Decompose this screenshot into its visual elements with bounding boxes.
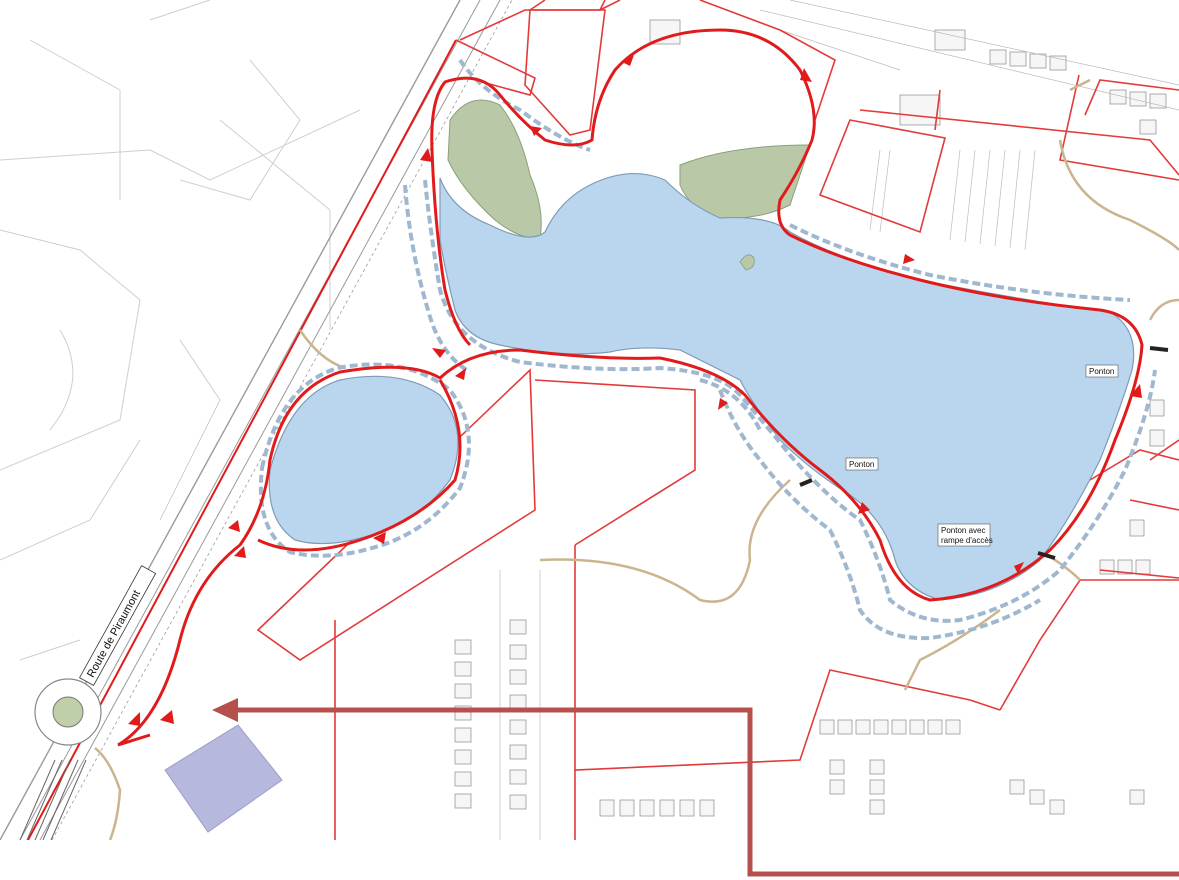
svg-text:Ponton: Ponton (849, 460, 874, 469)
ponton-label-3: Ponton avec rampe d'accès (937, 523, 993, 547)
svg-text:Ponton: Ponton (1089, 367, 1114, 376)
walking-route (117, 28, 1144, 747)
svg-text:rampe d'accès: rampe d'accès (941, 536, 993, 545)
ponton-markers (799, 346, 1169, 560)
ponton-label-1: Ponton (1085, 364, 1119, 378)
parallel-strips (499, 0, 1179, 840)
callout-arrow (212, 698, 1179, 877)
pointer-arrow-icon (212, 698, 238, 722)
parcel-outlines (256, 0, 1179, 840)
main-lake (439, 172, 1135, 601)
urban-blocks (454, 399, 1165, 817)
small-islet (739, 254, 755, 271)
top-right-blocks (649, 19, 1167, 135)
road-label: Route de Piraumont (79, 565, 157, 686)
parking-area (164, 724, 283, 833)
shore-bands (258, 58, 1157, 641)
svg-text:Route de Piraumont: Route de Piraumont (85, 588, 143, 679)
vegetation-island-1 (447, 99, 542, 239)
svg-text:Ponton avec: Ponton avec (941, 526, 985, 535)
direction-arrow-icons (128, 55, 1142, 726)
ponton-label-2: Ponton (845, 457, 879, 471)
rail-tracks (19, 759, 87, 841)
roundabout (34, 678, 102, 746)
background-lines (0, 0, 361, 661)
small-lake (268, 375, 459, 545)
